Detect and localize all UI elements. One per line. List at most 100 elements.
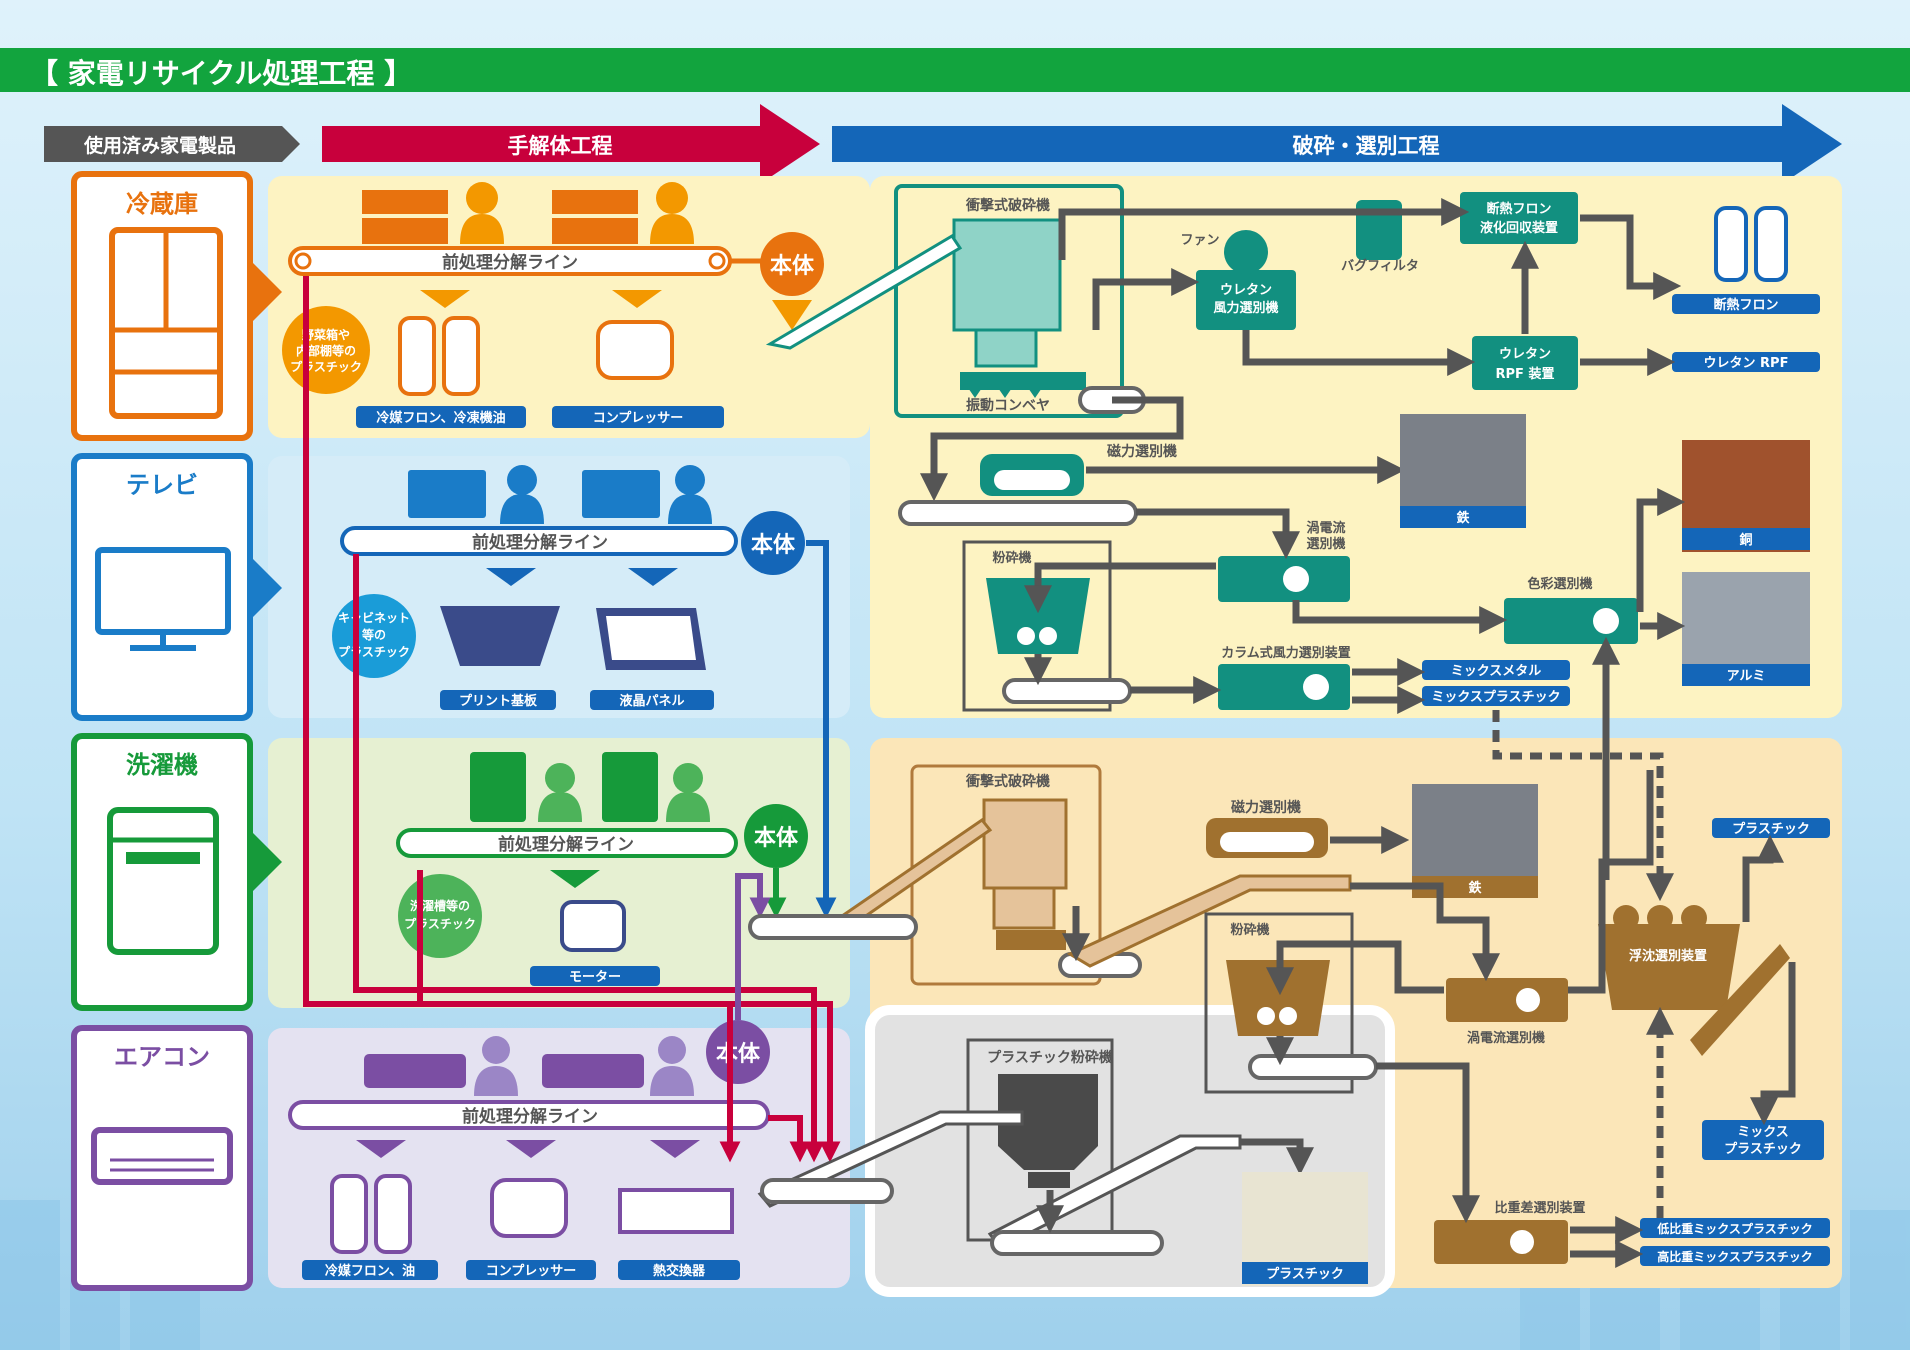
svg-text:高比重ミックスプラスチック: 高比重ミックスプラスチック [1657,1249,1812,1264]
aircon-pre-line-label: 前処理分解ライン [462,1106,598,1127]
bottom-plastic-output: プラスチック [1712,818,1830,838]
bottom-mix-plastic-output: ミックス プラスチック [1702,1120,1824,1160]
worker-icon [658,1036,686,1064]
top-iron-output: 鉄 [1400,414,1526,528]
svg-text:ミックスプラスチック: ミックスプラスチック [1431,690,1560,705]
svg-text:プラスチック粉砕機: プラスチック粉砕機 [987,1049,1113,1066]
svg-text:磁力選別機: 磁力選別機 [1107,443,1177,460]
gas-cylinder-icon [1714,206,1748,282]
svg-text:コンプレッサー: コンプレッサー [593,411,684,426]
bottom-eddy-separator: 渦電流選別機 [1446,978,1568,1046]
top-freon-out: 断熱フロン [1672,206,1820,314]
fridge-refrigerant-tag [356,406,526,428]
aircon-icon [91,1127,233,1185]
top-impact-crusher: 衝撃式破砕機 振動コンベヤ [765,184,1124,418]
bottom-impact-crusher: 衝撃式破砕機 [838,764,1102,986]
vibrating-conveyor-label: 振動コンベヤ [966,397,1050,414]
svg-text:液化回収装置: 液化回収装置 [1480,220,1558,236]
tv-pre-line-conveyor [340,526,738,556]
svg-text:プラスチック: プラスチック [404,916,476,931]
compressor-icon [596,320,674,380]
washer-label: 洗濯機 [126,751,198,779]
bottom-density-outputs: 低比重ミックスプラスチック 高比重ミックスプラスチック [1640,1218,1830,1266]
top-magnetic-separator: 磁力選別機 [980,443,1406,496]
aircon-label: エアコン [114,1043,210,1071]
svg-text:色彩選別機: 色彩選別機 [1527,576,1592,592]
svg-text:カラム式風力選別装置: カラム式風力選別装置 [1221,645,1351,661]
svg-text:バグフィルタ: バグフィルタ [1341,258,1419,274]
svg-text:粉砕機: 粉砕機 [1230,922,1269,938]
aircon-line: 前処理分解ライン 本体 冷媒フロン、油 コンプレッサー 熱交換器 [288,1020,770,1280]
svg-text:ミックスメタル: ミックスメタル [1451,664,1542,679]
washer-icon [107,807,219,955]
gas-cylinder-icon [442,316,480,396]
bottom-incline-conveyor [1066,874,1352,968]
worker-icon [673,763,703,793]
top-belt-conveyor-3 [1002,678,1132,704]
gas-cylinder-icon [1754,206,1788,282]
bottom-flow-arrows [1062,770,1796,1268]
bottom-belt-conveyor-3 [1248,1054,1378,1080]
svg-text:洗濯槽等の: 洗濯槽等の [410,898,470,913]
product-card-tv: テレビ [71,453,282,721]
svg-text:本体: 本体 [770,254,815,279]
top-freon-recovery: 断熱フロン 液化回収装置 [1460,192,1578,244]
heat-exchanger-icon [618,1188,734,1234]
tv-label: テレビ [126,471,198,499]
svg-text:プラスチック: プラスチック [338,644,410,659]
svg-text:内部棚等の: 内部棚等の [296,343,356,358]
top-rpf-device: ウレタン RPF 装置 ウレタン RPF [1472,336,1820,390]
fridge-pre-line-label: 前処理分解ライン [442,252,578,273]
product-card-aircon: エアコン [71,1025,253,1291]
top-flow-arrows [920,198,1682,502]
fridge-label: 冷蔵庫 [126,190,198,218]
fridge-compressor-tag [552,406,724,428]
stage-header-manual: 手解体工程 [322,104,820,184]
svg-text:野菜箱や: 野菜箱や [302,327,350,342]
worker-icon [482,1036,510,1064]
top-color-sorter: 色彩選別機 [1504,576,1638,644]
tv-line: 前処理分解ライン 本体 プリント基板 液晶パネル キャビネット 等の プラスチッ… [332,465,805,710]
svg-text:浮沈選別装置: 浮沈選別装置 [1629,948,1707,964]
svg-text:RPF 装置: RPF 装置 [1496,366,1555,382]
svg-text:コンプレッサー: コンプレッサー [486,1264,577,1279]
zone-top-process [870,176,1842,718]
fridge-body-badge [760,232,824,296]
top-aluminum-output: アルミ [1682,572,1810,686]
svg-text:衝撃式破砕機: 衝撃式破砕機 [965,773,1050,790]
svg-text:ウレタン: ウレタン [1499,347,1551,362]
monitor-icon [582,470,660,518]
svg-text:衝撃式破砕機: 衝撃式破砕機 [965,197,1050,214]
pcb-icon [440,606,560,666]
svg-text:本体: 本体 [754,826,799,851]
top-belt-conveyor-2 [898,500,1138,526]
svg-text:プラスチック: プラスチック [1732,822,1810,837]
tv-lcd-tag [590,690,714,710]
svg-text:粉砕機: 粉砕機 [992,550,1031,566]
motor-icon [560,900,626,952]
worker-icon [545,763,575,793]
svg-text:キャビネット: キャビネット [338,610,410,625]
washer-pre-line-conveyor [396,828,738,858]
svg-text:液晶パネル: 液晶パネル [619,693,684,709]
top-copper-output: 銅 [1682,440,1810,552]
top-flow-arrows-2 [1024,488,1686,902]
svg-text:鉄: 鉄 [1456,510,1469,526]
svg-text:本体: 本体 [751,533,796,558]
svg-text:断熱フロン: 断熱フロン [1486,201,1551,217]
product-card-washer: 洗濯機 [71,733,282,1011]
washer-motor-tag [530,966,660,986]
plastic-crusher-arrows [1036,1138,1314,1234]
svg-text:アルミ: アルミ [1727,669,1766,684]
svg-text:熱交換器: 熱交換器 [653,1263,706,1279]
washer-item-icon [602,752,658,822]
plastic-crusher-output: プラスチック [1242,1172,1368,1286]
svg-text:風力選別機: 風力選別機 [1213,300,1278,316]
svg-text:プラスチック: プラスチック [1724,1142,1802,1157]
svg-text:プラスチック: プラスチック [1266,1267,1344,1282]
aircon-item-icon [542,1054,644,1088]
aircon-refrigerant-tag [302,1260,438,1280]
stage-crush-label: 破砕・選別工程 [1293,134,1440,158]
gas-cylinder-icon [330,1174,368,1254]
product-card-fridge: 冷蔵庫 [71,171,282,441]
